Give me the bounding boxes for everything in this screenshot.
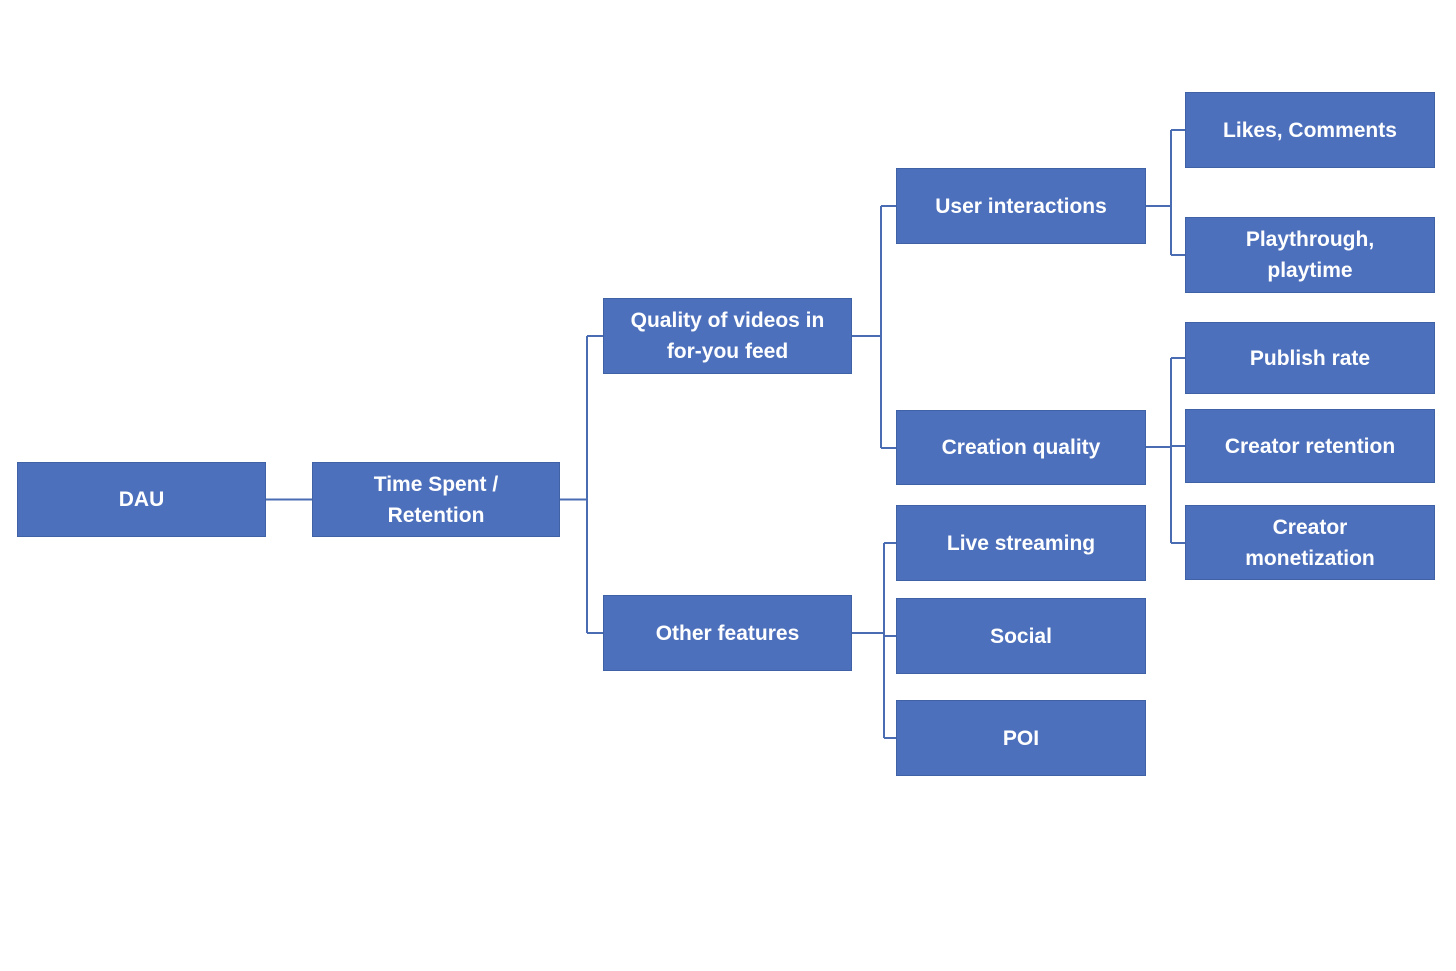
node-creation-quality: Creation quality: [896, 410, 1146, 485]
connector-otherfeatures-to-children: [852, 542, 896, 739]
node-other-features: Other features: [603, 595, 852, 671]
node-live-streaming: Live streaming: [896, 505, 1146, 581]
node-time-spent-retention: Time Spent / Retention: [312, 462, 560, 537]
node-quality-of-videos: Quality of videos in for-you feed: [603, 298, 852, 374]
connector-userinteractions-to-children: [1146, 129, 1185, 256]
node-user-interactions: User interactions: [896, 168, 1146, 244]
node-publish-rate: Publish rate: [1185, 322, 1435, 394]
connector-quality-to-children: [852, 205, 896, 449]
node-playthrough-playtime: Playthrough, playtime: [1185, 217, 1435, 293]
node-creator-retention: Creator retention: [1185, 409, 1435, 483]
node-creator-monetization: Creator monetization: [1185, 505, 1435, 580]
connector-timespent-to-children: [560, 335, 603, 634]
node-likes-comments: Likes, Comments: [1185, 92, 1435, 168]
node-poi: POI: [896, 700, 1146, 776]
connector-creationquality-to-children: [1146, 357, 1185, 544]
node-social: Social: [896, 598, 1146, 674]
node-dau: DAU: [17, 462, 266, 537]
